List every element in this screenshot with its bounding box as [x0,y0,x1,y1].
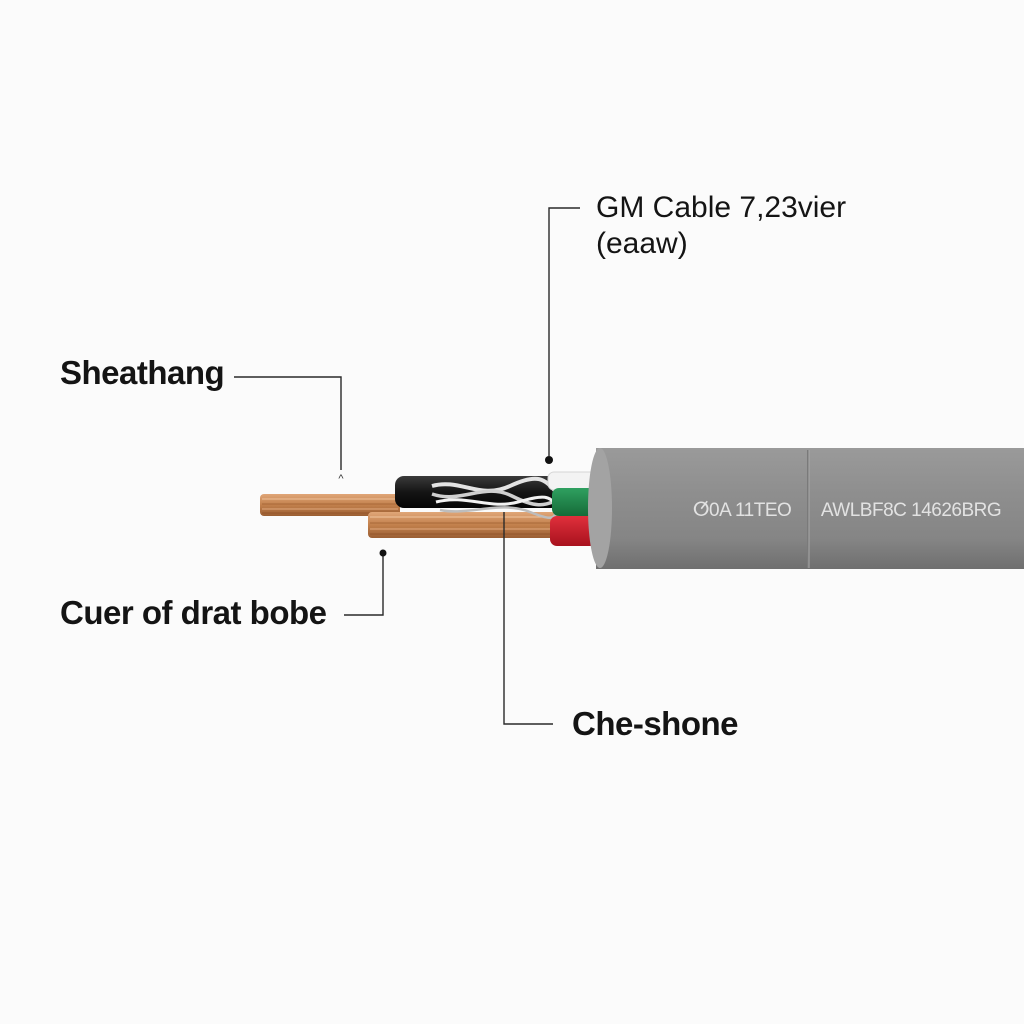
cable-title-line2: (eaaw) [596,227,688,260]
leader-conductor-dot [379,549,387,557]
leader-conductor [344,556,384,616]
cable-title-label: GM Cable 7,23vier (eaaw) [596,190,846,262]
jacket-print-left: ⵚ0A 11TEO [693,500,792,521]
leader-sheath-tick-icon: ^ [338,473,344,485]
leader-title [548,207,580,456]
shield-label: Che-shone [572,705,739,742]
leader-title-dot [545,456,553,464]
braided-shield [431,476,561,520]
cable-title-line1: GM Cable 7,23vier [596,191,847,224]
jacket-print-right: AWLBF8C 14626BRG [821,500,1001,521]
leader-shield [503,512,553,725]
leader-sheath [234,376,342,470]
copper-conductor-lower [368,512,558,538]
sheath-label: Sheathang [60,354,225,391]
outer-jacket [588,448,1024,569]
conductor-label: Cuer of drat bobe [60,594,327,631]
